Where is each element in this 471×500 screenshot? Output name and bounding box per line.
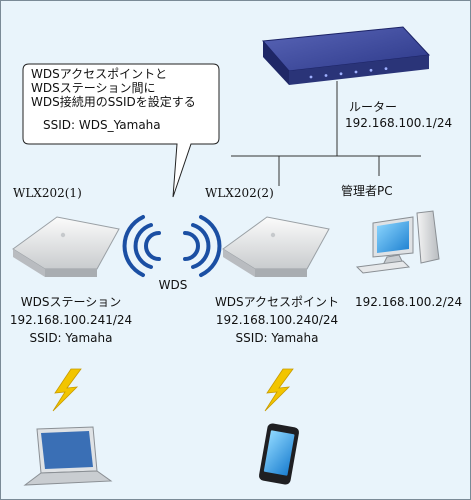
ap1-ssid: SSID: Yamaha bbox=[29, 331, 113, 345]
ap2-model: WLX202(2) bbox=[205, 186, 274, 200]
callout-line-1: WDSアクセスポイントと bbox=[31, 67, 168, 81]
laptop-icon bbox=[23, 426, 113, 486]
callout-text: WDSアクセスポイントと WDSステーション間に WDS接続用のSSIDを設定す… bbox=[31, 67, 221, 132]
ap2-role: WDSアクセスポイント bbox=[214, 295, 340, 309]
admin-pc-label: 管理者PC bbox=[341, 184, 393, 198]
ap1-role: WDSステーション bbox=[20, 295, 122, 309]
access-point-icon bbox=[12, 216, 120, 277]
smartphone-icon bbox=[258, 423, 300, 485]
router-icon bbox=[261, 26, 431, 85]
callout-ssid: SSID: WDS_Yamaha bbox=[43, 118, 161, 132]
ap2-ssid: SSID: Yamaha bbox=[235, 331, 319, 345]
ap1-ip: 192.168.100.241/24 bbox=[9, 313, 133, 327]
network-lines bbox=[231, 81, 421, 186]
ap2-ip: 192.168.100.240/24 bbox=[215, 313, 339, 327]
callout-line-3: WDS接続用のSSIDを設定する bbox=[31, 95, 196, 109]
router-label: ルーター bbox=[349, 100, 398, 114]
wireless-waves-icon bbox=[122, 215, 222, 277]
lightning-icon bbox=[52, 368, 82, 412]
lightning-icon bbox=[264, 368, 294, 412]
callout-line-2: WDSステーション間に bbox=[31, 81, 156, 95]
admin-pc-ip: 192.168.100.2/24 bbox=[355, 295, 463, 309]
access-point-icon bbox=[222, 216, 330, 277]
callout-bubble bbox=[22, 63, 220, 198]
wds-link-label: WDS bbox=[158, 278, 188, 292]
desktop-pc-icon bbox=[355, 210, 440, 274]
ap1-model: WLX202(1) bbox=[13, 186, 82, 200]
router-ip: 192.168.100.1/24 bbox=[345, 116, 453, 130]
